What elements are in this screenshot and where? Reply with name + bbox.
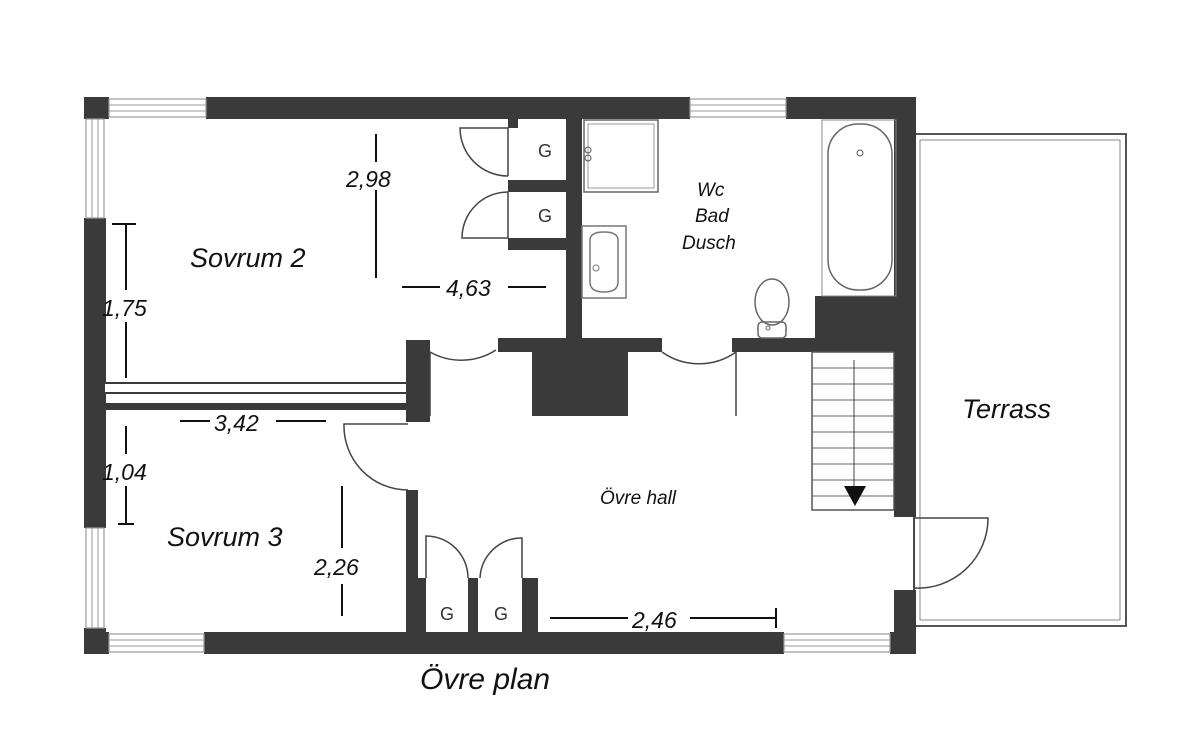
dimension-label: 2,46 — [631, 607, 677, 633]
toilet — [754, 278, 790, 339]
outer-walls — [84, 97, 916, 654]
sink — [581, 225, 627, 299]
room-label-sovrum-3: Sovrum 3 — [167, 522, 283, 552]
bathtub — [821, 119, 897, 297]
dimension-label: 1,04 — [102, 459, 147, 485]
stairs-down-arrow — [844, 486, 866, 506]
dimension-lines — [112, 134, 777, 628]
closet-labels: G G G G — [440, 141, 552, 624]
bathroom-fixtures — [581, 119, 897, 339]
dimension-label: 2,98 — [345, 166, 391, 192]
room-label-terrass: Terrass — [962, 394, 1051, 424]
dimension-label: 4,63 — [446, 275, 491, 301]
interior-walls — [103, 118, 912, 635]
dimension-label: 1,75 — [102, 295, 147, 321]
shower — [583, 119, 659, 193]
dimension-label: 3,42 — [214, 410, 259, 436]
plan-title: Övre plan — [420, 663, 550, 696]
room-label-wc: Wc — [697, 180, 725, 201]
doors — [343, 127, 989, 589]
closet-label: G — [538, 141, 552, 161]
terrace — [913, 133, 1127, 627]
stairs — [811, 351, 895, 511]
room-label-bad: Bad — [695, 206, 730, 227]
closet-label: G — [538, 206, 552, 226]
dimension-labels: 2,98 4,63 1,75 3,42 1,04 2,26 2,46 — [102, 166, 677, 633]
room-label-dusch: Dusch — [682, 233, 736, 254]
room-label-sovrum-2: Sovrum 2 — [190, 243, 306, 273]
dimension-label: 2,26 — [313, 554, 359, 580]
windows — [85, 98, 891, 653]
room-labels: Sovrum 2 Sovrum 3 Wc Bad Dusch Övre hall… — [167, 180, 1051, 552]
closet-label: G — [494, 604, 508, 624]
room-label-hall: Övre hall — [600, 488, 677, 509]
closet-label: G — [440, 604, 454, 624]
